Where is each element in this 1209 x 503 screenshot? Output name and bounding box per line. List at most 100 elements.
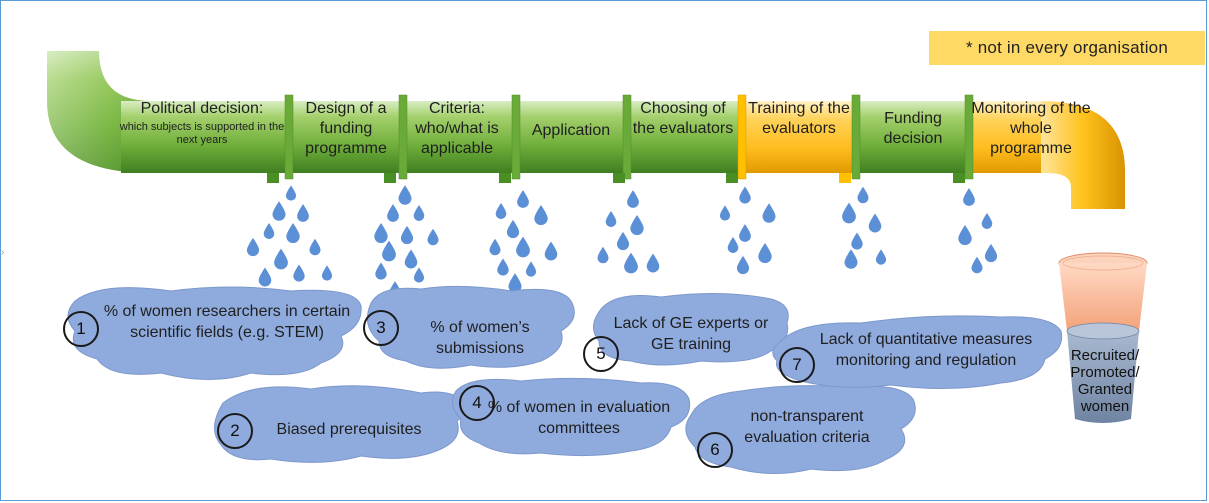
issue-text-6: non-transparent evaluation criteria bbox=[744, 408, 870, 446]
stage-title: Criteria: who/what is applicable bbox=[415, 100, 499, 157]
water-drop bbox=[258, 267, 272, 287]
issue-number-4: 4 bbox=[459, 385, 495, 421]
issue-number-5: 5 bbox=[583, 336, 619, 372]
puddle-4 bbox=[451, 377, 691, 457]
water-drop bbox=[272, 201, 286, 221]
puddle-3 bbox=[366, 285, 575, 369]
stage-title: Funding decision bbox=[883, 110, 943, 147]
water-drop bbox=[517, 190, 529, 208]
pipe-body-green-end bbox=[852, 101, 972, 173]
water-drop bbox=[285, 185, 297, 201]
water-drop bbox=[534, 204, 548, 226]
water-drop bbox=[842, 202, 856, 224]
water-drop bbox=[516, 236, 530, 258]
water-drop bbox=[263, 223, 275, 239]
water-drop bbox=[413, 205, 425, 221]
water-drop bbox=[630, 214, 644, 236]
pipe-body-green bbox=[121, 101, 851, 173]
water-drop bbox=[605, 211, 617, 227]
water-drop bbox=[508, 273, 522, 293]
water-drop bbox=[495, 203, 507, 219]
issue-text-4: % of women in evaluation committees bbox=[487, 399, 671, 437]
water-drop bbox=[597, 246, 609, 264]
water-drop bbox=[851, 232, 863, 250]
water-drop bbox=[525, 261, 537, 277]
water-drop bbox=[739, 224, 751, 242]
water-drop bbox=[387, 204, 399, 222]
water-drop bbox=[739, 186, 751, 204]
water-drop bbox=[984, 243, 998, 263]
water-drop bbox=[844, 249, 858, 269]
water-drop bbox=[404, 249, 418, 269]
water-drop bbox=[758, 242, 772, 264]
pipe-flanges bbox=[284, 94, 974, 180]
stage-political-decision: Political decision: which subjects is su… bbox=[119, 99, 285, 173]
water-drop bbox=[400, 225, 414, 245]
water-drop bbox=[971, 256, 983, 274]
issue-number-2: 2 bbox=[217, 413, 253, 449]
water-drop bbox=[506, 219, 520, 239]
water-drop bbox=[293, 264, 305, 282]
water-drop bbox=[544, 241, 558, 261]
water-drop bbox=[427, 228, 439, 246]
issue-text-2: Biased prerequisites bbox=[276, 421, 422, 438]
water-drop bbox=[958, 224, 972, 246]
water-drop bbox=[274, 248, 288, 270]
pipe-nozzles bbox=[267, 173, 965, 183]
stage-title: Application bbox=[531, 122, 611, 139]
stage-choosing-evaluators: Choosing of the evaluators bbox=[629, 99, 737, 173]
water-drop bbox=[321, 265, 333, 281]
pipe-elbow-right bbox=[1041, 101, 1125, 209]
bucket bbox=[1058, 252, 1148, 423]
puddles bbox=[67, 285, 1063, 474]
stage-title: Design of a funding programme bbox=[305, 100, 387, 157]
water-drop bbox=[375, 262, 387, 280]
water-drop bbox=[382, 240, 396, 262]
water-drop bbox=[875, 249, 887, 265]
stage-title: Choosing of the evaluators bbox=[632, 100, 734, 137]
outcome-label: Recruited/ Promoted/ Granted women bbox=[1070, 347, 1140, 415]
issue-text-3: % of women’s submissions bbox=[430, 319, 530, 357]
water-drop bbox=[246, 237, 260, 257]
stage-title: Monitoring of the whole programme bbox=[971, 100, 1091, 157]
stage-criteria: Criteria: who/what is applicable bbox=[403, 99, 511, 173]
water-drop bbox=[981, 213, 993, 229]
issue-text-7: Lack of quantitative measures monitoring… bbox=[819, 331, 1033, 369]
pipe-body-orange-section bbox=[744, 101, 852, 173]
water-drop bbox=[616, 231, 630, 251]
water-drop bbox=[624, 252, 638, 274]
stage-subtitle: which subjects is supported in the next … bbox=[119, 121, 285, 146]
water-drop bbox=[497, 258, 509, 276]
water-drop bbox=[762, 203, 776, 223]
water-drop bbox=[297, 204, 309, 222]
water-drop bbox=[646, 253, 660, 273]
puddle-1 bbox=[67, 286, 362, 380]
water-drop bbox=[413, 267, 425, 283]
issue-number-3: 3 bbox=[363, 310, 399, 346]
issue-text-1: % of women researchers in certain scient… bbox=[103, 303, 351, 341]
stage-title: Political decision: bbox=[140, 100, 264, 117]
water-drop bbox=[286, 222, 300, 244]
stage-funding-decision: Funding decision bbox=[861, 99, 965, 173]
issue-number-7: 7 bbox=[779, 347, 815, 383]
stage-application: Application bbox=[519, 99, 623, 173]
stage-training-evaluators: Training of the evaluators bbox=[747, 99, 851, 173]
water-drop bbox=[963, 188, 975, 206]
water-drop bbox=[489, 238, 501, 256]
water-drops bbox=[246, 185, 998, 301]
issue-text-5: Lack of GE experts or GE training bbox=[613, 315, 769, 353]
stage-monitoring: Monitoring of the whole programme bbox=[969, 99, 1093, 173]
water-drop bbox=[727, 237, 739, 253]
issue-number-1: 1 bbox=[63, 311, 99, 347]
water-drop bbox=[309, 238, 321, 256]
water-drop bbox=[719, 205, 731, 221]
note-badge: * not in every organisation bbox=[929, 31, 1205, 65]
issue-number-6: 6 bbox=[697, 432, 733, 468]
water-drop bbox=[398, 185, 412, 205]
pipe-body-orange-end bbox=[967, 101, 1047, 173]
water-drop bbox=[868, 213, 882, 233]
water-drop bbox=[857, 186, 869, 204]
water-drop bbox=[736, 255, 750, 275]
